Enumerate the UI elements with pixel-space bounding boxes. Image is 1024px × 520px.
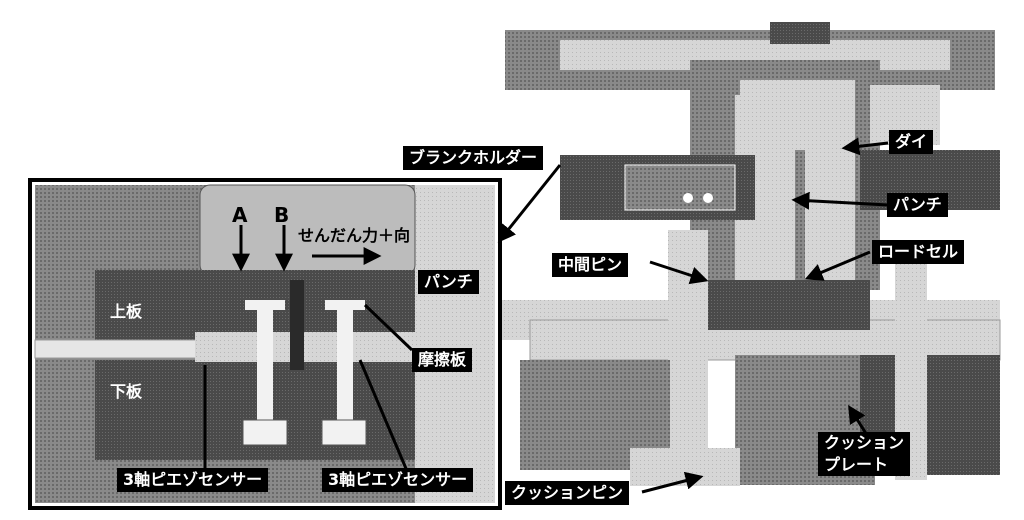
inset-punch	[415, 185, 495, 503]
press-model	[500, 22, 1001, 486]
leader-punch	[791, 191, 889, 210]
friction-layer	[195, 332, 415, 362]
label-cushion-plate-line2: プレート	[824, 455, 889, 474]
sensor-dot	[683, 193, 693, 203]
bolt-left	[242, 300, 288, 446]
label-cushion-plate: クッション プレート	[818, 432, 911, 476]
leader-friction	[363, 303, 414, 352]
label-friction-plate: 摩擦板	[412, 348, 473, 372]
inset-detail	[28, 178, 502, 510]
label-point-a: A	[232, 203, 248, 227]
leader-sensor-right	[358, 359, 412, 479]
intermediate-pin	[668, 230, 708, 470]
center-rod	[290, 280, 304, 370]
label-load-cell: ロードセル	[872, 240, 965, 264]
label-intermediate-pin: 中間ピン	[552, 253, 629, 277]
label-cushion-plate-line1: クッション	[824, 433, 905, 452]
leader-load-cell	[804, 250, 871, 281]
label-sensor-right: 3軸ピエゾセンサー	[322, 468, 474, 492]
leader-die	[841, 137, 889, 156]
punch-column-2	[805, 95, 855, 285]
label-punch: パンチ	[887, 193, 948, 217]
label-die: ダイ	[889, 130, 934, 154]
bolt-right	[321, 300, 367, 446]
label-shear-direction: せんだん力＋向	[298, 226, 411, 245]
label-blank-holder: ブランクホルダー	[403, 146, 544, 170]
label-lower-plate: 下板	[110, 382, 143, 401]
label-upper-plate: 上板	[110, 302, 143, 321]
leader-cushion-pin	[641, 471, 704, 494]
leader-blank-holder	[497, 164, 562, 243]
label-punch-inset: パンチ	[418, 270, 479, 294]
load-cell-block	[700, 280, 870, 330]
leader-lines	[497, 137, 889, 494]
label-point-b: B	[274, 203, 290, 227]
top-shaft	[770, 22, 830, 44]
sensor-dot-2	[703, 193, 713, 203]
label-cushion-pin: クッションピン	[505, 481, 630, 505]
leader-intermediate-pin	[649, 260, 709, 285]
label-sensor-left: 3軸ピエゾセンサー	[117, 468, 269, 492]
blank-holder-window	[624, 164, 736, 211]
